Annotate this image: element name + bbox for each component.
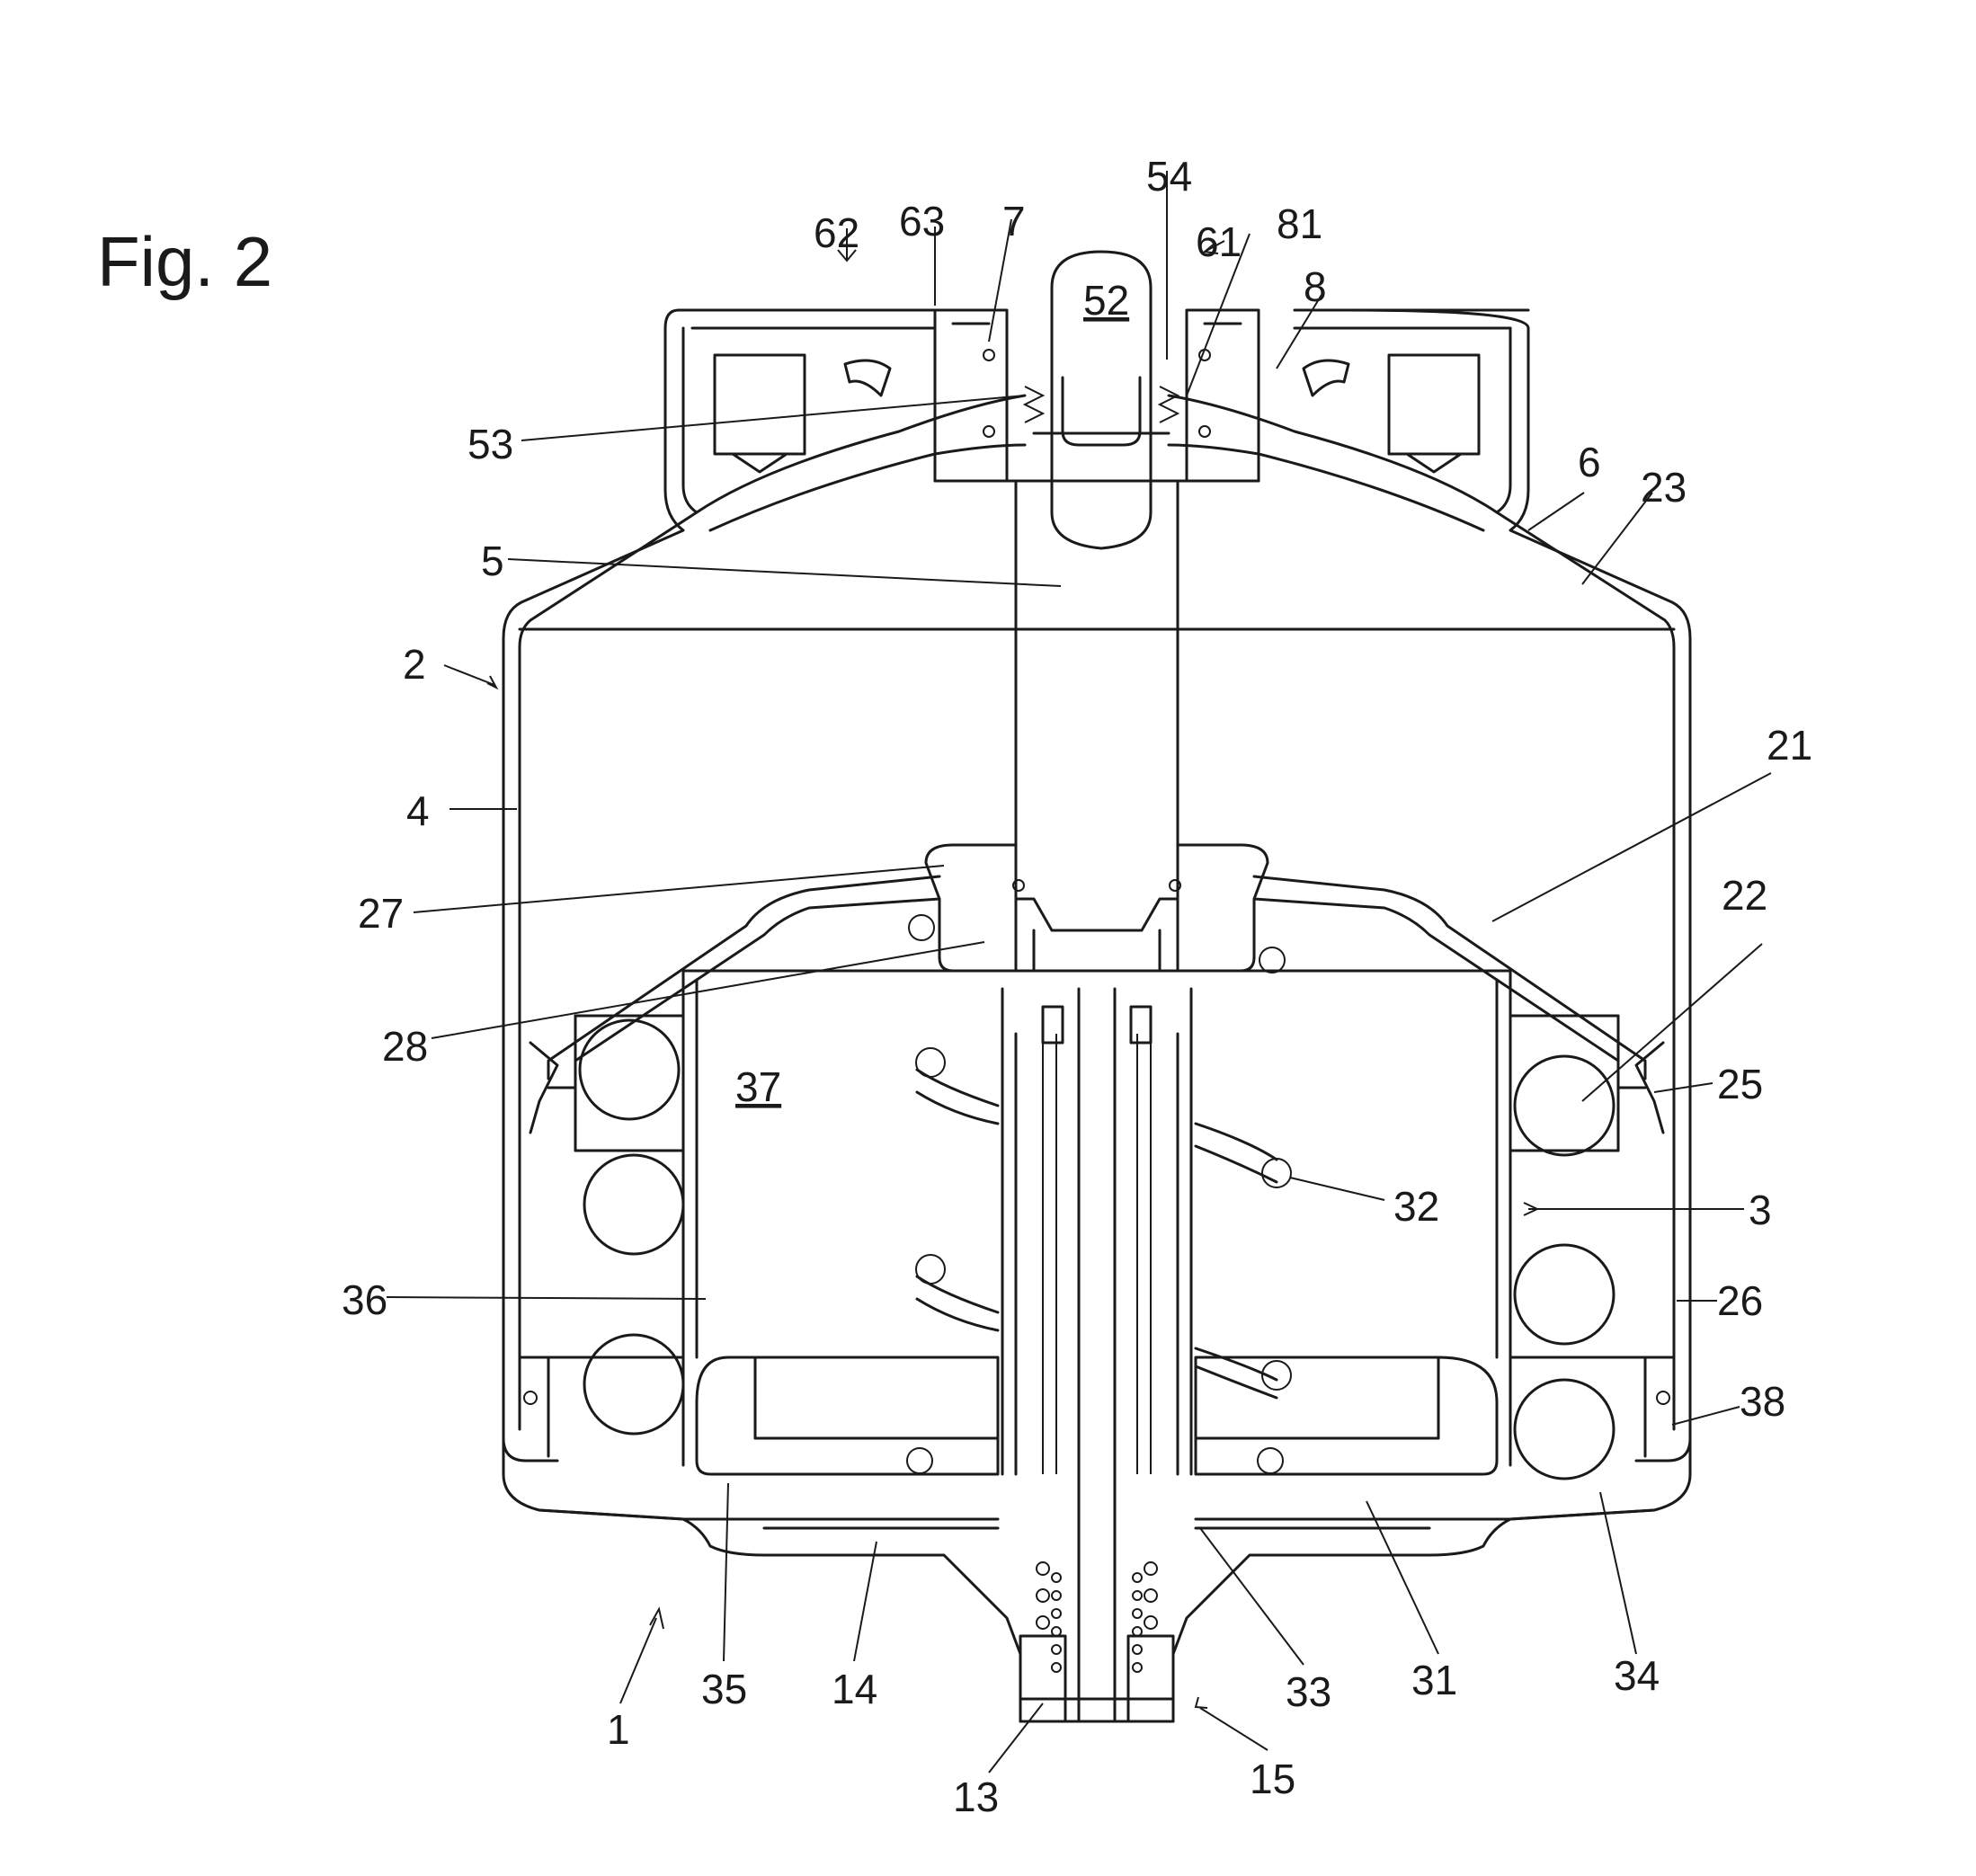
label-27: 27 [358,890,404,937]
label-53: 53 [467,421,513,467]
label-32: 32 [1393,1183,1439,1230]
label-15: 15 [1250,1756,1295,1802]
label-62: 62 [814,209,859,256]
label-52: 52 [1083,277,1129,324]
label-14: 14 [832,1666,877,1712]
housing-base [502,1391,1692,1723]
label-35: 35 [701,1666,747,1712]
label-25: 25 [1717,1061,1763,1107]
label-61: 61 [1196,218,1242,265]
label-1: 1 [607,1706,630,1753]
label-5: 5 [481,538,504,584]
label-38: 38 [1740,1378,1785,1425]
label-54: 54 [1146,153,1192,200]
label-23: 23 [1641,464,1687,511]
label-2: 2 [403,641,426,688]
label-3: 3 [1749,1187,1772,1233]
label-28: 28 [382,1023,428,1070]
label-4: 4 [406,787,430,834]
label-81: 81 [1277,200,1322,247]
label-26: 26 [1717,1277,1763,1324]
label-33: 33 [1286,1668,1331,1715]
outer-coil [518,1014,1676,1480]
label-31: 31 [1411,1657,1457,1703]
filter-element [681,969,1512,1723]
label-6: 6 [1578,439,1601,485]
outer-housing [502,308,1692,1463]
filter-top-cap [547,843,1647,1080]
label-7: 7 [1002,198,1026,245]
figure-title: Fig. 2 [97,222,272,301]
label-13: 13 [953,1774,999,1820]
reference-labels: 62 63 7 54 52 61 81 8 53 6 23 5 2 4 21 2… [342,153,1812,1820]
label-63: 63 [899,198,945,245]
label-34: 34 [1614,1652,1660,1699]
label-8: 8 [1304,263,1327,310]
lid-center-fitting [933,250,1260,847]
label-21: 21 [1767,722,1812,769]
label-22: 22 [1722,872,1767,919]
label-36: 36 [342,1276,387,1323]
leader-lines [386,171,1772,1774]
label-37: 37 [735,1063,781,1110]
